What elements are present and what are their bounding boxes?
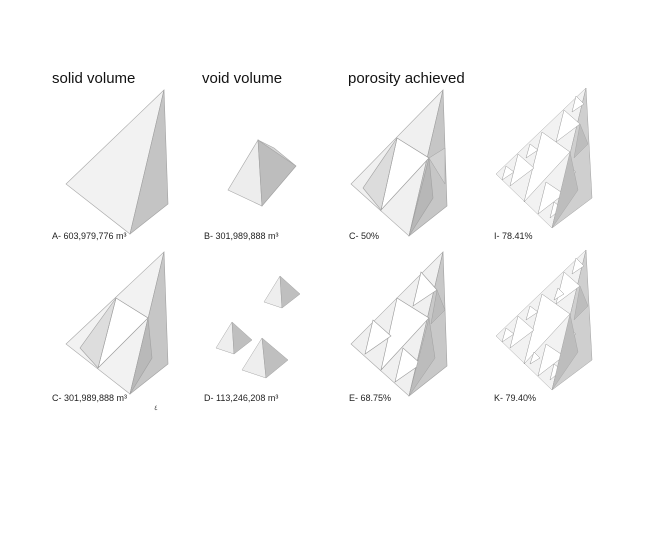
solid-tetrahedron-c <box>65 251 169 395</box>
void-octahedron-b <box>227 139 297 207</box>
header-porosity-achieved: porosity achieved <box>348 70 465 87</box>
porous-tetrahedron-e <box>350 251 448 397</box>
solid-tetrahedron-a <box>65 89 169 235</box>
fractal-tetrahedron-i <box>495 87 593 229</box>
caption-c-50: C- 50% <box>349 231 380 241</box>
caption-i: I- 78.41% <box>494 231 533 241</box>
void-octahedra-d <box>215 275 301 379</box>
caption-c-solid: C- 301,989,888 m³ <box>52 393 128 403</box>
porous-tetrahedron-c <box>350 89 448 237</box>
caption-a: A- 603,979,776 m³ <box>52 231 127 241</box>
caption-k: K- 79.40% <box>494 393 537 403</box>
header-solid-volume: solid volume <box>52 70 136 87</box>
caption-e: E- 68.75% <box>349 393 392 403</box>
fractal-tetrahedron-k <box>495 249 593 391</box>
header-void-volume: void volume <box>202 70 283 87</box>
stray-mark: ٤ <box>154 405 158 412</box>
caption-d: D- 113,246,208 m³ <box>204 393 279 403</box>
caption-b: B- 301,989,888 m³ <box>204 231 279 241</box>
